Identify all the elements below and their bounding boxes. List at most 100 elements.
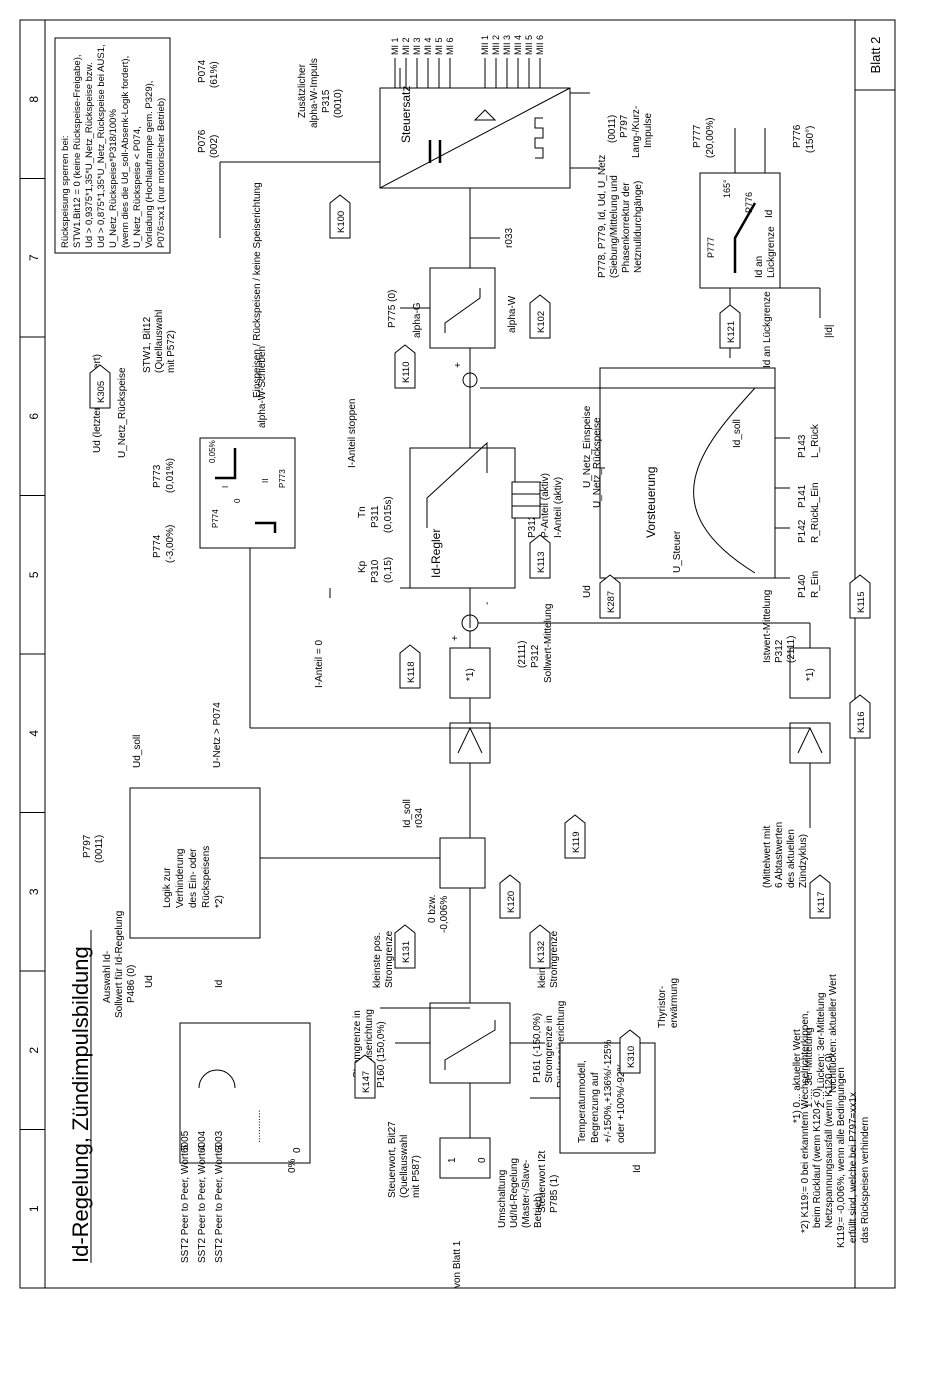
footnote2-3: Netzspannungsausfall (wenn K120 < 0) (824, 1053, 835, 1228)
footnote2-4: K119:= -0,006%, wenn alle Bedingungen (836, 1067, 847, 1248)
temp-1: Temperaturmodell, (577, 1060, 588, 1143)
strom-ein-1: Stromgrenze in (352, 1010, 363, 1078)
connector-label: K121 (726, 321, 737, 343)
junction-plus: + (453, 362, 464, 368)
connector-label: K116 (856, 712, 867, 733)
connector-label: K115 (856, 592, 867, 613)
connector-label: K147 (361, 1071, 372, 1093)
mi2-pulse-label: MII 4 (513, 35, 523, 55)
footnote2-6: das Rückspeisen verhindern (860, 1117, 871, 1243)
ud-id-switch (439, 1137, 491, 1179)
connector-label: K287 (606, 591, 617, 613)
rueckspeisung-line: P076=xx1 (nur motorischer Betrieb) (156, 98, 167, 248)
ud-in-label: Ud (144, 975, 155, 988)
p797-top-2: P797 (619, 114, 630, 138)
p312-regler-2: P-Anteil (aktiv) (540, 473, 551, 538)
connector-flag: K147 (354, 1054, 376, 1099)
schwellwert-block (199, 437, 296, 549)
logik-block (129, 787, 261, 939)
connector-flag: K131 (394, 924, 416, 969)
stw1-2: (Quellauswahl (154, 310, 165, 373)
von-blatt1-label: von Blatt 1 (452, 1240, 463, 1288)
sch-p774: P774 (211, 509, 220, 528)
column-label: 4 (27, 730, 41, 737)
rueckspeisung-line: Vorladung (Hochlauframpe gem. P329), (144, 81, 155, 248)
r-ein: R_Ein (810, 571, 821, 598)
connector-flag: K102 (529, 294, 551, 339)
p074-value: (61%) (209, 61, 220, 88)
auswahl-3: P486 (0) (126, 965, 137, 1003)
kp-label: Kp (357, 560, 368, 573)
diode-icon (473, 109, 497, 121)
code-6004: 6004 (197, 1130, 208, 1153)
connector-flag: K132 (529, 924, 551, 969)
connector-label: K100 (336, 211, 347, 233)
temp-4: oder +100%/-92% (616, 1063, 627, 1143)
umschaltung-4: Betrieb) (533, 1193, 544, 1228)
junction-plus-2: + (450, 635, 461, 641)
mi2-pulse-label: MII 6 (535, 35, 545, 55)
u-netz-rueck-label: U_Netz_Rückspeise (592, 417, 603, 508)
lueck-165: 165° (722, 179, 732, 198)
stw1-3: mit P572) (166, 330, 177, 373)
temp-2: Begrenzung auf (590, 1072, 601, 1143)
p778-2: (Siebung/Mittelung und (609, 175, 620, 278)
thyristor-2: erwärmung (669, 978, 680, 1028)
strom-ein-2: Einspeiserichtung (364, 1009, 375, 1088)
column-label: 1 (27, 1205, 41, 1212)
tn-value: (0,015s) (383, 496, 394, 533)
connector-flag: K100 (329, 194, 351, 239)
ud-label: Ud (582, 585, 593, 598)
umschaltung-2: Ud/Id-Regelung (509, 1158, 520, 1228)
rueckspeisung-line: Ud > 0,9375*1,35*U_Netz_Rückspeise bzw. (84, 62, 95, 248)
connector-flag: K120 (499, 874, 521, 919)
connector-label: K118 (406, 662, 417, 683)
sst2-wort3: SST2 Peer to Peer, Wort 3 (214, 1144, 225, 1263)
sch-p773: P773 (278, 469, 287, 488)
o-bzw-1: 0 bzw. (427, 895, 438, 923)
o-bzw-2: -0,006% (439, 896, 450, 933)
sch-0: 0 (233, 498, 242, 503)
id-mittel-1: (Mittelwert mit (762, 826, 773, 888)
p076-label: P076 (197, 129, 208, 153)
i-anteil-stoppen: I-Anteil stoppen (347, 399, 358, 469)
lueck-id-axis: Id (764, 210, 775, 218)
p774-value: (-3,00%) (165, 525, 176, 563)
p074-label: P074 (197, 59, 208, 83)
umschaltung-1: Umschaltung (497, 1170, 508, 1228)
steuerwort-bit27-2: (Quellauswahl (399, 1135, 410, 1198)
connector-label: K132 (536, 941, 547, 963)
umschaltung-3: (Master-/Slave- (521, 1160, 532, 1228)
p315-3: P315 (321, 89, 332, 113)
sw-1-label: 1 (447, 1157, 458, 1163)
footnote1-1: *1) 0... aktueller Wert (792, 1029, 803, 1123)
column-label: 6 (27, 413, 41, 420)
p775-label: P775 (0) (387, 290, 398, 328)
mi2-pulse-label: MII 3 (502, 35, 512, 55)
p315-4: (0010) (333, 89, 344, 118)
rectangle-wave-icon (534, 117, 544, 159)
connector-label: K119 (571, 832, 582, 853)
mi1-pulse-label: MI 4 (423, 37, 433, 55)
steuerwort-bit27-3: mit P587) (411, 1155, 422, 1198)
auswahl-2: Sollwert für Id-Regelung (114, 911, 125, 1018)
p141: P141 (797, 484, 808, 508)
id-in-label: Id (214, 980, 225, 988)
istwert-mittelung-1: Istwert-Mittelung (762, 590, 773, 663)
page-title: Id-Regelung, Zündimpulsbildung (68, 946, 93, 1263)
connector-label: K110 (401, 362, 412, 383)
p140: P140 (797, 574, 808, 598)
connector-flag: K110 (394, 344, 416, 389)
istwert-mittelung-2: P312 (774, 639, 785, 663)
id-mittel-3: des aktuellen (786, 829, 797, 888)
summing-junction-top (462, 372, 478, 388)
sst2-wort5: SST2 Peer to Peer, Wort 5 (180, 1144, 191, 1263)
id-lueck-label: Id an Lückgrenze (762, 291, 773, 368)
connector-flag: K121 (719, 304, 741, 349)
steuerwort-i2t-1: Steuerwort I2t (537, 1151, 548, 1213)
connector-flag: K115 (849, 574, 871, 619)
mi2-pulse-label: MII 1 (480, 35, 490, 55)
p777-value: (20,00%) (705, 117, 716, 158)
istwert-averaging-label: *1) (805, 668, 816, 681)
r033-label: r033 (504, 228, 515, 248)
